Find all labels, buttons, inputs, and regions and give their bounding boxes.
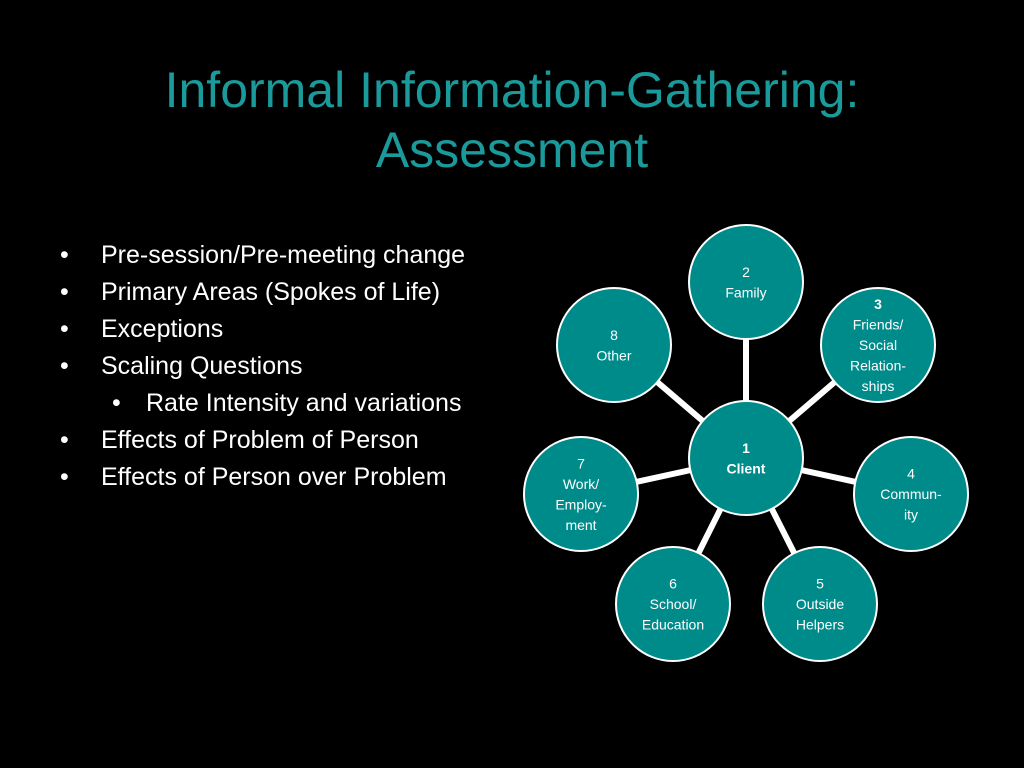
node-5-label-line: Outside xyxy=(796,596,844,612)
slide-title: Informal Information-Gathering: Assessme… xyxy=(0,60,1024,180)
slide-title-line-1: Informal Information-Gathering: xyxy=(164,62,860,118)
node-6-circle xyxy=(615,546,731,662)
sub-bullet-item: • Rate Intensity and variations xyxy=(60,388,480,418)
node-client-label-line: Client xyxy=(727,460,766,476)
bullet-text: Pre-session/Pre-meeting change xyxy=(101,241,466,269)
node-3-label-line: 3 xyxy=(874,296,882,312)
bullet-item: • Exceptions xyxy=(60,314,480,344)
bullet-item: • Pre-session/Pre-meeting change xyxy=(60,240,480,270)
node-2-label-line: Family xyxy=(725,284,766,300)
node-8-circle xyxy=(556,287,672,403)
node-5-label-line: Helpers xyxy=(796,617,844,633)
bullet-text: Effects of Person over Problem xyxy=(101,463,447,491)
node-3-label-line: Friends/ xyxy=(853,317,904,333)
node-7-label-line: 7 xyxy=(577,455,585,471)
node-2-circle xyxy=(688,224,804,340)
node-client-label-line: 1 xyxy=(742,440,750,456)
bullet-list: • Pre-session/Pre-meeting change • Primary… xyxy=(60,240,480,499)
node-4-circle xyxy=(853,436,969,552)
node-7-label-line: Work/ xyxy=(563,476,599,492)
node-2-label-line: 2 xyxy=(742,264,750,280)
node-3-circle xyxy=(820,287,936,403)
slide-title-line-2: Assessment xyxy=(375,122,649,178)
bullet-text: Effects of Problem of Person xyxy=(101,426,419,454)
node-5-circle xyxy=(762,546,878,662)
node-7-label-line: ment xyxy=(565,517,596,533)
node-4-label-line: 4 xyxy=(907,466,915,482)
bullet-dot-icon: • xyxy=(60,463,69,491)
bullet-dot-icon: • xyxy=(112,389,121,417)
bullet-dot-icon: • xyxy=(60,278,69,306)
node-client-circle xyxy=(688,400,804,516)
bullet-text: Scaling Questions xyxy=(101,352,303,380)
bullet-item: • Effects of Person over Problem xyxy=(60,462,480,492)
node-6-label-line: 6 xyxy=(669,576,677,592)
node-3-label-line: Relation- xyxy=(850,358,906,374)
node-3-label-line: ships xyxy=(862,378,895,394)
node-8-label-line: 8 xyxy=(610,327,618,343)
node-4-label-line: Commun- xyxy=(880,486,942,502)
node-8-label-line: Other xyxy=(596,347,631,363)
node-7-label-line: Employ- xyxy=(555,496,607,512)
bullet-item: • Effects of Problem of Person xyxy=(60,425,480,455)
bullet-text: Exceptions xyxy=(101,315,224,343)
node-6-label-line: Education xyxy=(642,617,704,633)
bullet-item: • Scaling Questions xyxy=(60,351,480,381)
bullet-dot-icon: • xyxy=(60,315,69,343)
node-6-label-line: School/ xyxy=(650,596,697,612)
node-5-label-line: 5 xyxy=(816,576,824,592)
node-7-circle xyxy=(523,436,639,552)
node-4-label-line: ity xyxy=(904,507,918,523)
bullet-dot-icon: • xyxy=(60,352,69,380)
bullet-text: Primary Areas (Spokes of Life) xyxy=(101,278,441,306)
bullet-item: • Primary Areas (Spokes of Life) xyxy=(60,277,480,307)
bullet-dot-icon: • xyxy=(60,426,69,454)
node-3-label-line: Social xyxy=(859,337,897,353)
bullet-text: Rate Intensity and variations xyxy=(146,389,462,417)
bullet-dot-icon: • xyxy=(60,241,69,269)
